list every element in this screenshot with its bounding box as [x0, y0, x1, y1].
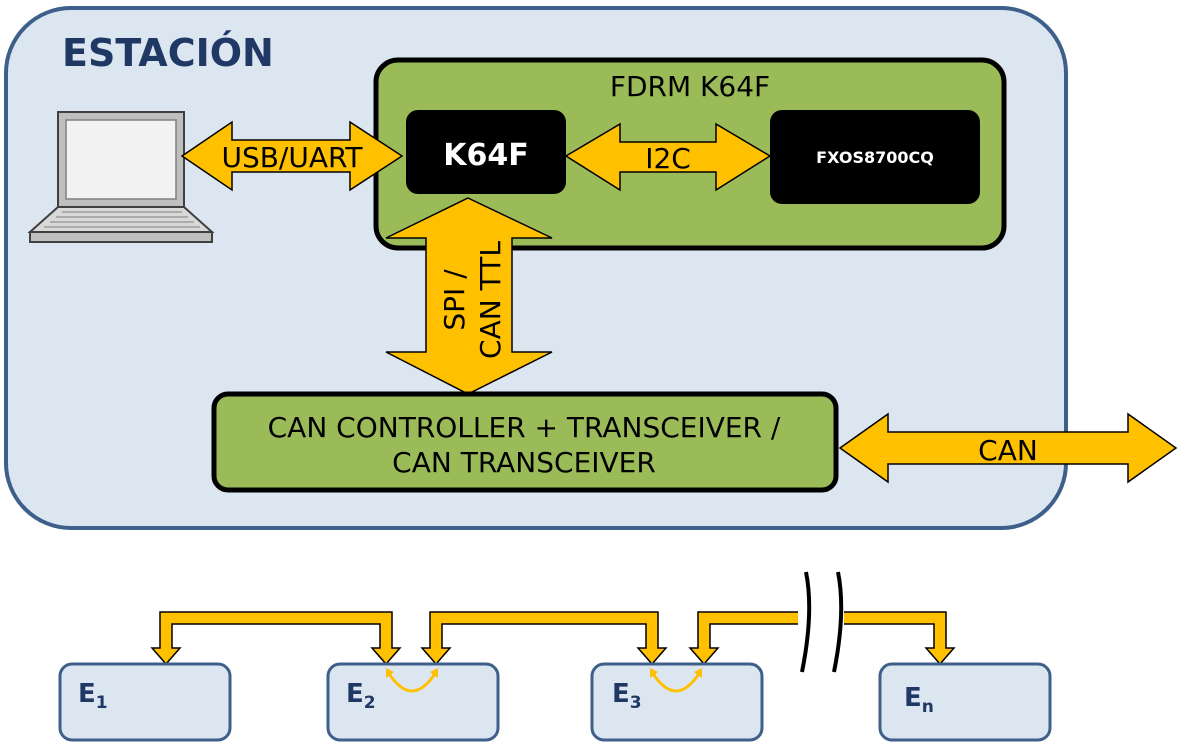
- node-box-en: [878, 662, 1052, 742]
- node-label-e2: E2: [346, 679, 376, 713]
- spi-label-line2: CAN TTL: [474, 241, 507, 359]
- node-label-e1: E1: [78, 679, 108, 713]
- sensor-label: FXOS8700CQ: [816, 148, 934, 167]
- break-mark-right: [832, 571, 844, 673]
- pass-through-e2-head-left: [386, 668, 394, 678]
- pass-through-e3-head-left: [650, 668, 658, 678]
- usb-uart-label: USB/UART: [221, 141, 363, 174]
- can-bus-arrow: [838, 412, 1178, 484]
- can-controller-line2: CAN TRANSCEIVER: [392, 446, 656, 479]
- sensor-fxos8700cq: [770, 110, 980, 204]
- node-label-e3: E3: [612, 679, 642, 713]
- node-box-e2: [326, 662, 500, 742]
- break-mark-left: [800, 571, 812, 673]
- pass-through-e2: [386, 671, 438, 693]
- board-label: FDRM K64F: [610, 70, 770, 103]
- node-box-e3: [590, 662, 764, 742]
- can-controller-box: [211, 391, 839, 493]
- pass-through-e3-head-right: [694, 668, 702, 678]
- usb-uart-arrow: [180, 120, 404, 192]
- station-title: ESTACIÓN: [62, 31, 274, 75]
- mcu-k64f: [406, 110, 566, 194]
- laptop-icon: [27, 111, 215, 243]
- spi-label-line1: SPI /: [438, 269, 471, 331]
- can-label: CAN: [978, 434, 1038, 467]
- pass-through-e2-head-right: [430, 668, 438, 678]
- node-label-en: En: [904, 683, 934, 717]
- can-controller-line1: CAN CONTROLLER + TRANSCEIVER /: [268, 411, 781, 444]
- i2c-label: I2C: [645, 142, 691, 175]
- node-box-e1: [58, 662, 232, 742]
- mcu-label: K64F: [443, 138, 529, 173]
- pass-through-e3: [650, 671, 702, 693]
